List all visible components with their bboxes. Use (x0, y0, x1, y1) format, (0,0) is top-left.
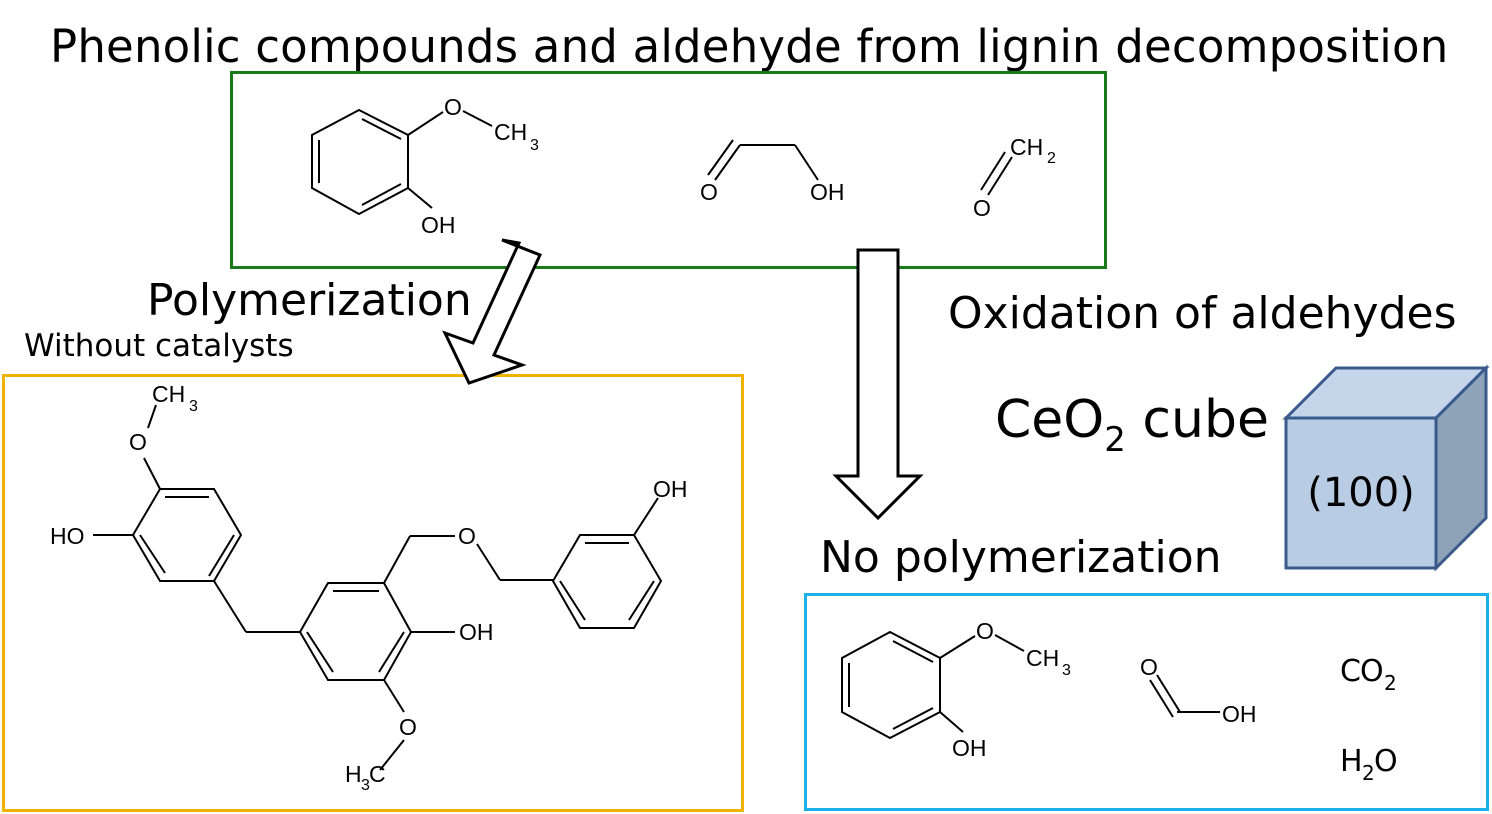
formic-acid-OH: OH (1222, 701, 1257, 727)
polymer-O-ether: O (458, 523, 476, 549)
polymer-O-bottom: O (399, 714, 417, 740)
guaiacol-bottom-CH: CH (1026, 645, 1059, 671)
guaiacol-top-O: O (444, 94, 462, 120)
polymerization-arrow (442, 238, 543, 385)
polymer-C-bottom: C (369, 761, 386, 787)
polymer-HO: HO (50, 523, 85, 549)
lignin-products-box (230, 71, 1107, 269)
co2-O: O (1360, 654, 1384, 689)
no-polymerization-label: No polymerization (820, 532, 1222, 583)
oxidation-arrow (832, 248, 924, 521)
ceo2-cube: (100) (1282, 364, 1490, 572)
polymer-molecule (93, 404, 663, 771)
formaldehyde-CH: CH (1010, 134, 1043, 160)
guaiacol-bottom-sub3: 3 (1062, 662, 1071, 679)
co2-C: C (1340, 654, 1361, 689)
formic-acid-O: O (1140, 654, 1158, 680)
polymer-H-bottom: H (345, 761, 362, 787)
polymer-sub3-top: 3 (189, 398, 198, 415)
glycolaldehyde-OH: OH (810, 179, 845, 205)
guaiacol-top-sub3: 3 (530, 137, 539, 154)
polymerization-label: Polymerization (147, 275, 472, 326)
oxidation-products-box (804, 593, 1489, 811)
ceo2-cube-label: CeO2 cube (995, 390, 1269, 460)
oxidation-label: Oxidation of aldehydes (948, 288, 1457, 339)
h2o-H: H (1340, 744, 1363, 779)
formaldehyde-molecule (980, 151, 1013, 196)
guaiacol-molecule-top (311, 108, 493, 216)
h2o-O: O (1374, 744, 1398, 779)
guaiacol-molecule-bottom (841, 630, 1025, 740)
formaldehyde-O: O (973, 195, 991, 221)
guaiacol-bottom-OH: OH (952, 735, 987, 761)
formic-acid-molecule (1149, 674, 1220, 718)
diagram-title: Phenolic compounds and aldehyde from lig… (50, 20, 1449, 73)
polymer-OH-right: OH (653, 476, 688, 502)
glycolaldehyde-molecule (707, 139, 819, 181)
glycolaldehyde-O: O (700, 179, 718, 205)
polymer-CH-top: CH (152, 381, 185, 407)
guaiacol-top-OH: OH (421, 212, 456, 238)
polymer-O-top: O (129, 429, 147, 455)
ceo2-sub: 2 (1104, 420, 1126, 460)
polymer-product-box (2, 374, 744, 812)
guaiacol-top-CH: CH (494, 119, 527, 145)
ceo2-rest: cube (1125, 390, 1269, 450)
polymer-sub3-bottom: 3 (361, 777, 370, 794)
formaldehyde-sub2: 2 (1047, 150, 1056, 167)
h2o-sub2: 2 (1362, 761, 1375, 785)
co2-sub2: 2 (1384, 671, 1397, 695)
polymer-OH-middle: OH (459, 619, 494, 645)
guaiacol-bottom-O: O (976, 618, 994, 644)
ceo2-main: CeO (995, 390, 1105, 450)
without-catalysts-label: Without catalysts (24, 328, 294, 364)
cube-face-label: (100) (1307, 470, 1415, 516)
